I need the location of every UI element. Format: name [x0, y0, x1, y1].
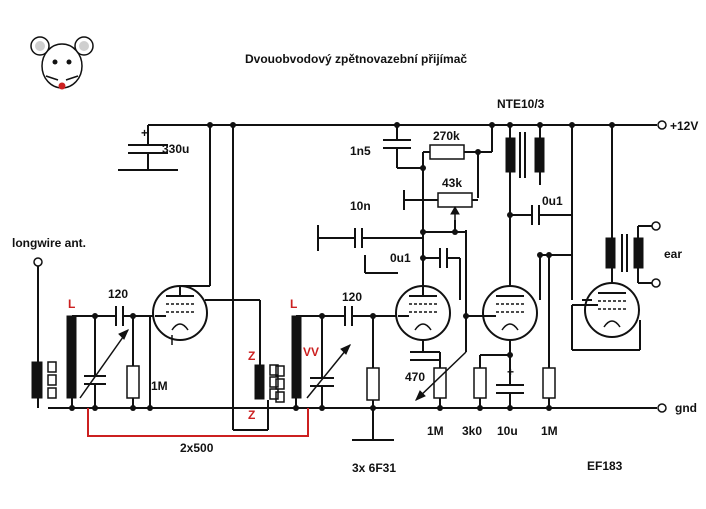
transformer-label: NTE10/3	[497, 97, 545, 111]
feedback-network	[317, 125, 493, 258]
earphone	[605, 221, 661, 288]
cap-330u-label: 330u	[162, 142, 189, 156]
res-43k-label: 43k	[442, 176, 462, 190]
cap-10u-label: 10u	[497, 424, 518, 438]
junction-dots	[69, 122, 615, 411]
resistor-3k0	[473, 355, 487, 408]
coil-VV-label: VV	[303, 345, 319, 359]
capacitor-10u	[496, 355, 524, 408]
cap-0u1-left-label: 0u1	[390, 251, 411, 265]
resistor-1M-1	[126, 316, 140, 408]
supply-label: +12V	[670, 119, 698, 133]
capacitor-0u1-left	[364, 248, 461, 300]
coil-L2-label: L	[290, 297, 297, 311]
tubes-main-label: 3x 6F31	[352, 461, 396, 475]
coil-set-2	[275, 315, 322, 408]
tuning-link	[87, 408, 309, 437]
res-470-label: 470	[405, 370, 425, 384]
cap-1n5-label: 1n5	[350, 144, 371, 158]
variable-capacitor-2	[306, 316, 351, 408]
coil-Z1-label: Z	[248, 349, 255, 363]
antenna-label: longwire ant.	[12, 236, 86, 250]
res-3k0-label: 3k0	[462, 424, 482, 438]
cap-120-2-label: 120	[342, 290, 362, 304]
res-1M-2-label: 1M	[427, 424, 444, 438]
capacitor-0u1-right	[510, 205, 572, 225]
supply-rail	[210, 120, 667, 130]
capacitor-120-2	[322, 306, 398, 326]
tube-output-label: EF183	[587, 459, 623, 473]
resistor-grid-2	[352, 316, 394, 441]
mouse-face-icon	[30, 36, 94, 90]
diagram-title: Dvouobvodový zpětnovazební přijímač	[245, 52, 467, 66]
cap-10u-plus: +	[507, 365, 514, 379]
tube-output	[571, 125, 641, 351]
cap-0u1-right-label: 0u1	[542, 194, 563, 208]
coil-Z2-label: Z	[248, 408, 255, 422]
cap-120-1-label: 120	[108, 287, 128, 301]
coil-set-1	[31, 315, 98, 408]
res-1M-1-label: 1M	[151, 379, 168, 393]
capacitor-330u	[118, 124, 210, 171]
tube-1	[149, 285, 208, 408]
coil-L1-label: L	[68, 297, 75, 311]
res-270k-label: 270k	[433, 129, 460, 143]
cap-10n-label: 10n	[350, 199, 371, 213]
cap-330u-plus: +	[141, 126, 148, 140]
coil-set-Z	[232, 299, 279, 431]
capacitor-120-1	[98, 306, 155, 326]
res-1M-3-label: 1M	[541, 424, 558, 438]
transformer	[505, 125, 545, 300]
ground-label: gnd	[675, 401, 697, 415]
tube-3	[466, 285, 538, 356]
ground-rail	[48, 403, 667, 413]
resistor-1M-3	[542, 125, 573, 408]
cathode-network-2	[410, 230, 467, 408]
tube-2	[395, 258, 451, 341]
variable-capacitor-1	[79, 316, 129, 408]
variable-cap-label: 2x500	[180, 441, 214, 455]
earphone-label: ear	[664, 247, 682, 261]
